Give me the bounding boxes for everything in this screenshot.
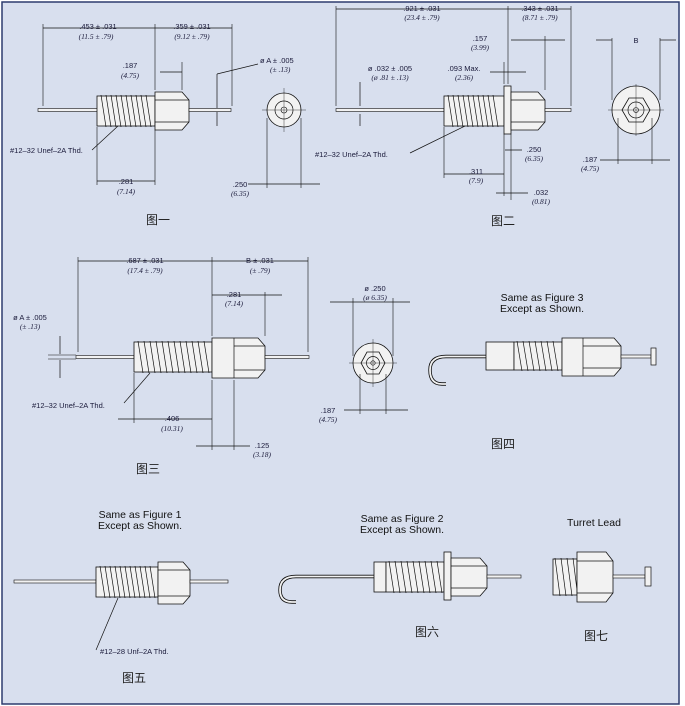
fig3-end-view — [349, 339, 397, 387]
fig1-dim-dia-end: .250 — [233, 180, 248, 189]
fig1-dim-dia-mm: (± .13) — [270, 65, 291, 74]
figure-1: .453 ± .031 (11.5 ± .79) .359 ± .031 (9.… — [10, 22, 320, 227]
fig3-dim-lead-mm: (± .79) — [250, 266, 271, 275]
fig2-dim-hex: .157 — [473, 34, 488, 43]
fig1-dim-thread-len-mm: (7.14) — [117, 187, 136, 196]
fig2-dim-flange: .093 Max. — [448, 64, 481, 73]
fig5-part — [13, 561, 229, 605]
fig5-note-line2: Except as Shown. — [98, 520, 182, 532]
fig2-dim-wire-mm: (ø .81 ± .13) — [371, 73, 409, 82]
fig6-part — [278, 551, 522, 604]
fig2-dim-lead-mm: (8.71 ± .79) — [522, 13, 558, 22]
fig2-dim-flange-thk-mm: (0.81) — [532, 197, 551, 206]
fig2-dim-wire: ø .032 ± .005 — [368, 64, 412, 73]
fig1-dim-hex: .187 — [123, 61, 138, 70]
fig4-note-line1: Same as Figure 3 — [501, 292, 584, 304]
fig4-caption: 图四 — [491, 437, 515, 451]
fig1-part — [37, 91, 232, 131]
fig2-end-view — [608, 84, 664, 136]
fig5-thread-note: #12–28 Unf–2A Thd. — [100, 647, 169, 656]
fig1-end-view — [262, 88, 306, 132]
figure-5: Same as Figure 1 Except as Shown. #12–28… — [13, 509, 229, 685]
fig5-caption: 图五 — [122, 671, 146, 685]
figure-3: .687 ± .031 (17.4 ± .79) B ± .031 (± .79… — [13, 256, 410, 476]
fig3-dim-dia: ø A ± .005 — [13, 313, 47, 322]
fig3-dim-body-dia: ø .250 — [364, 284, 385, 293]
figure-7: Turret Lead 图七 — [552, 517, 652, 643]
fig2-part — [335, 85, 572, 135]
fig7-note: Turret Lead — [567, 517, 621, 529]
fig5-note-line1: Same as Figure 1 — [99, 509, 182, 521]
fig1-dim-dia: ø A ± .005 — [260, 56, 294, 65]
fig2-thread-note: #12–32 Unef–2A Thd. — [315, 150, 388, 159]
fig7-caption: 图七 — [584, 629, 608, 643]
fig1-dim-lead-mm: (9.12 ± .79) — [174, 32, 210, 41]
fig3-dim-hex-flat: .187 — [321, 406, 336, 415]
figure-6: Same as Figure 2 Except as Shown. 图六 — [278, 513, 522, 639]
figure-2: .921 ± .031 (23.4 ± .79) .343 ± .031 (8.… — [315, 4, 676, 228]
fig3-dim-thread-len-mm: (10.31) — [161, 424, 183, 433]
fig3-caption: 图三 — [136, 462, 160, 476]
fig1-thread-note: #12–32 Unef–2A Thd. — [10, 146, 83, 155]
fig2-dim-thread-len-mm: (7.9) — [469, 176, 484, 185]
fig3-dim-collar: .125 — [255, 441, 270, 450]
fig3-dim-lead: B ± .031 — [246, 256, 274, 265]
fig1-caption: 图一 — [146, 213, 170, 227]
fig2-dim-flange-dia: .250 — [527, 145, 542, 154]
fig2-caption: 图二 — [491, 214, 515, 228]
fig4-note-line2: Except as Shown. — [500, 303, 584, 315]
fig2-dim-overall: .921 ± .031 — [403, 4, 440, 13]
fig1-dim-overall: .453 ± .031 — [79, 22, 116, 31]
fig3-dim-dia-mm: (± .13) — [20, 322, 41, 331]
fig6-note-line1: Same as Figure 2 — [361, 513, 444, 525]
fig3-thread-note: #12–32 Unef–2A Thd. — [32, 401, 105, 410]
fig1-dim-lead: .359 ± .031 — [173, 22, 210, 31]
fig1-dim-overall-mm: (11.5 ± .79) — [79, 32, 114, 41]
fig3-dim-hex-mm: (7.14) — [225, 299, 244, 308]
fig3-dim-overall-mm: (17.4 ± .79) — [127, 266, 163, 275]
fig2-dim-flange-dia-mm: (6.35) — [525, 154, 544, 163]
fig2-dim-lead: .343 ± .031 — [521, 4, 558, 13]
fig2-dim-overall-mm: (23.4 ± .79) — [404, 13, 440, 22]
fig3-dim-body-dia-mm: (ø 6.35) — [363, 293, 387, 302]
fig2-dim-hex-flat-mm: (4.75) — [581, 164, 600, 173]
fig1-dim-hex-mm: (4.75) — [121, 71, 140, 80]
fig6-caption: 图六 — [415, 625, 439, 639]
figure-4: Same as Figure 3 Except as Shown. 图四 — [428, 292, 657, 451]
fig7-part — [552, 551, 652, 603]
fig1-dim-dia-end-mm: (6.35) — [231, 189, 250, 198]
fig2-dim-b: B — [633, 36, 638, 45]
fig4-part — [428, 337, 657, 386]
fig3-dim-hex: .281 — [227, 290, 242, 299]
fig3-part — [75, 337, 310, 379]
fig3-dim-collar-mm: (3.18) — [253, 450, 272, 459]
fig2-dim-flange-mm: (2.36) — [455, 73, 474, 82]
fig2-dim-hex-mm: (3.99) — [471, 43, 490, 52]
fig3-dim-overall: .687 ± .031 — [126, 256, 163, 265]
fig6-note-line2: Except as Shown. — [360, 524, 444, 536]
fig3-dim-hex-flat-mm: (4.75) — [319, 415, 338, 424]
fig3-dim-thread-len: .406 — [165, 414, 180, 423]
fig1-dim-thread-len: .281 — [119, 177, 134, 186]
fig2-dim-thread-len: .311 — [469, 167, 483, 176]
fig2-dim-hex-flat: .187 — [583, 155, 598, 164]
fig2-dim-flange-thk: .032 — [534, 188, 549, 197]
